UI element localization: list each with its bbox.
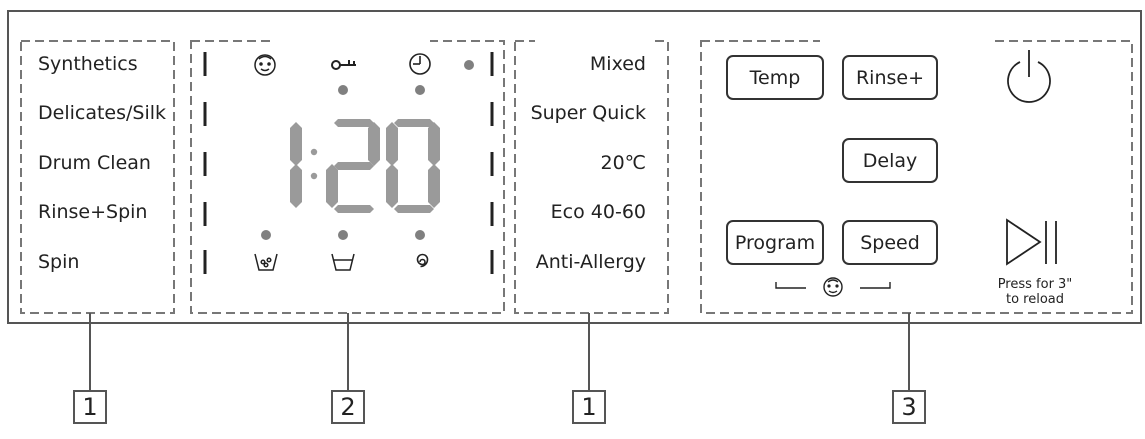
child-lock-combo-icon [775,277,891,297]
callout-box: 1 [73,390,107,424]
indicator-dot [464,60,474,70]
rinse-plus-button[interactable]: Rinse+ [842,55,938,100]
play-note-line1: Press for 3" [997,277,1073,292]
key-icon [331,60,356,70]
power-icon[interactable] [1007,50,1051,103]
indicator-dots [261,85,425,240]
program-label: Spin [38,251,80,273]
child-lock-face-icon [254,54,276,76]
display-side-bars [203,52,494,274]
callout-leaders [89,313,910,390]
clock-icon [409,53,431,75]
panel-outline [7,10,1142,324]
section-display [190,40,505,314]
program-label: Delicates/Silk [38,102,167,124]
program-label: Rinse+Spin [38,201,148,223]
wash-tub-icon [331,253,355,271]
play-pause-icon[interactable] [1006,218,1057,266]
program-label: Mixed [589,53,646,75]
play-note-line2: to reload [1005,292,1065,307]
program-label: Drum Clean [38,152,151,174]
time-segment-display [290,119,440,213]
program-button[interactable]: Program [726,220,824,265]
program-label: Synthetics [38,53,138,75]
play-reload-note: Press for 3" to reload [975,277,1095,307]
callout-box: 2 [331,390,365,424]
program-label: Super Quick [530,102,646,124]
delay-button[interactable]: Delay [842,138,938,183]
program-label: 20℃ [600,152,646,174]
callout-box: 1 [572,390,606,424]
spin-icon [416,253,429,268]
callout-box: 3 [892,390,926,424]
temp-button[interactable]: Temp [726,55,824,100]
program-label: Anti-Allergy [535,251,646,273]
program-label: Eco 40-60 [550,201,646,223]
speed-button[interactable]: Speed [842,220,938,265]
prewash-icon [254,253,278,271]
section-left-programs [20,40,175,314]
